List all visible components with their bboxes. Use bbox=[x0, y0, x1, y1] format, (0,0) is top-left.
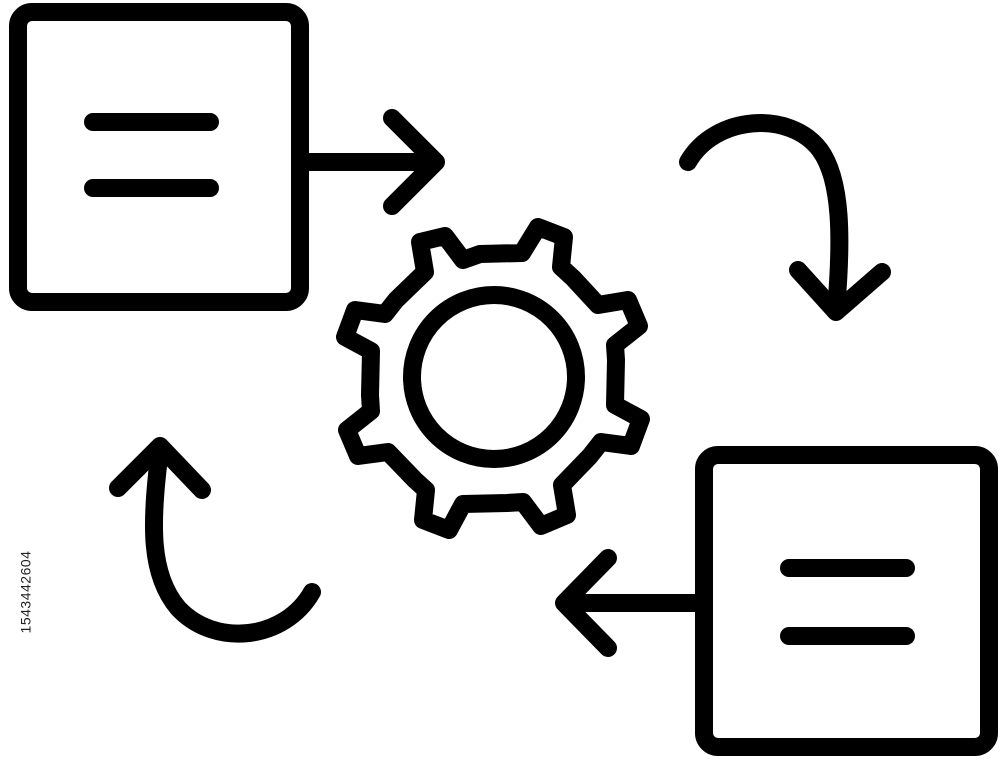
document-box-frame bbox=[9, 3, 309, 311]
arrow-left-icon bbox=[555, 549, 711, 657]
document-box-top-left bbox=[9, 3, 309, 311]
curved-arrow-down-icon bbox=[679, 114, 891, 321]
document-box-bottom-right bbox=[695, 446, 998, 756]
gear-icon bbox=[336, 218, 650, 539]
arrow-right-icon bbox=[293, 109, 445, 215]
stock-id-text: 1543442604 bbox=[17, 550, 33, 634]
stock-id-watermark: 1543442604 bbox=[14, 512, 36, 672]
gear-center-circle bbox=[403, 286, 585, 468]
curved-arrow-up-icon bbox=[109, 437, 321, 643]
document-box-frame bbox=[695, 446, 998, 756]
